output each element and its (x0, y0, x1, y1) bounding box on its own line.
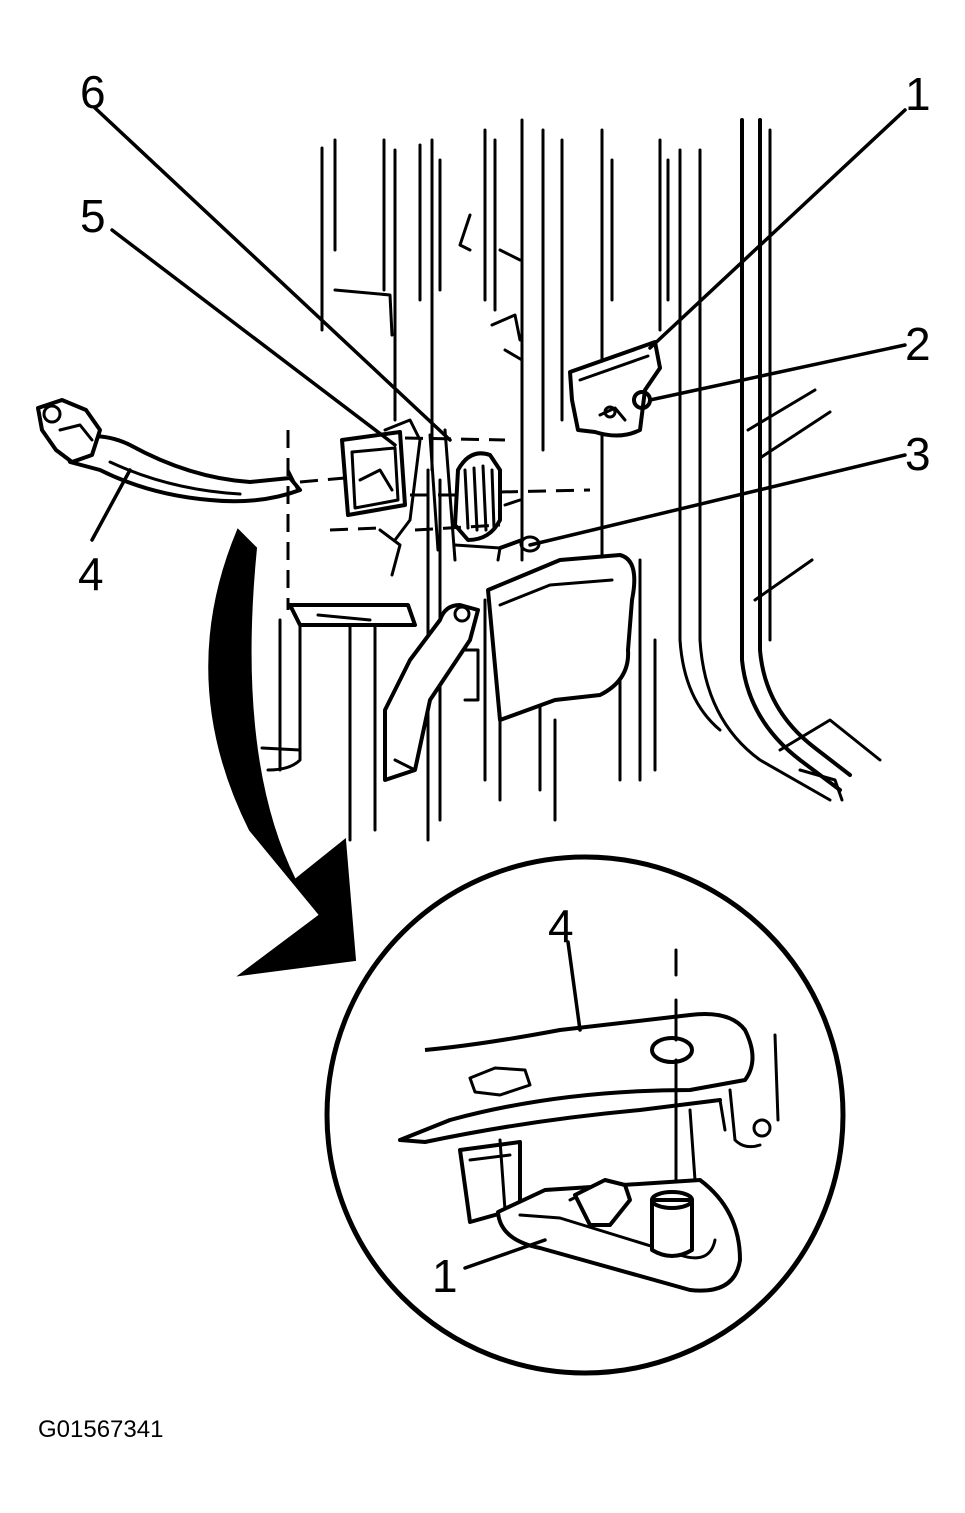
alignment-lines (286, 430, 591, 610)
detail-arrow (208, 528, 357, 977)
callout-6: 6 (80, 66, 106, 118)
callouts: 1 2 3 4 5 6 4 1 (78, 66, 931, 1302)
figure-id: G01567341 (38, 1416, 163, 1443)
detail-view (324, 854, 846, 1376)
callout-2: 2 (905, 318, 931, 370)
detail-callout-1: 1 (432, 1250, 458, 1302)
leader-detail-4 (566, 940, 582, 1032)
callout-5: 5 (80, 190, 106, 242)
leader-4 (90, 468, 132, 542)
leader-detail-1 (463, 1238, 547, 1270)
check-bracket (340, 418, 422, 577)
door-check-link (36, 398, 302, 504)
door-pillar (260, 118, 882, 842)
leader-5 (110, 228, 397, 447)
door-check-plate (568, 340, 662, 438)
callout-3: 3 (905, 428, 931, 480)
leader-6 (93, 106, 452, 442)
leader-lines (90, 106, 907, 1270)
leader-2 (648, 343, 907, 402)
leader-1 (648, 108, 907, 350)
detail-callout-4: 4 (548, 900, 574, 952)
leader-3 (528, 453, 907, 547)
callout-1: 1 (905, 68, 931, 120)
callout-4: 4 (78, 548, 104, 600)
